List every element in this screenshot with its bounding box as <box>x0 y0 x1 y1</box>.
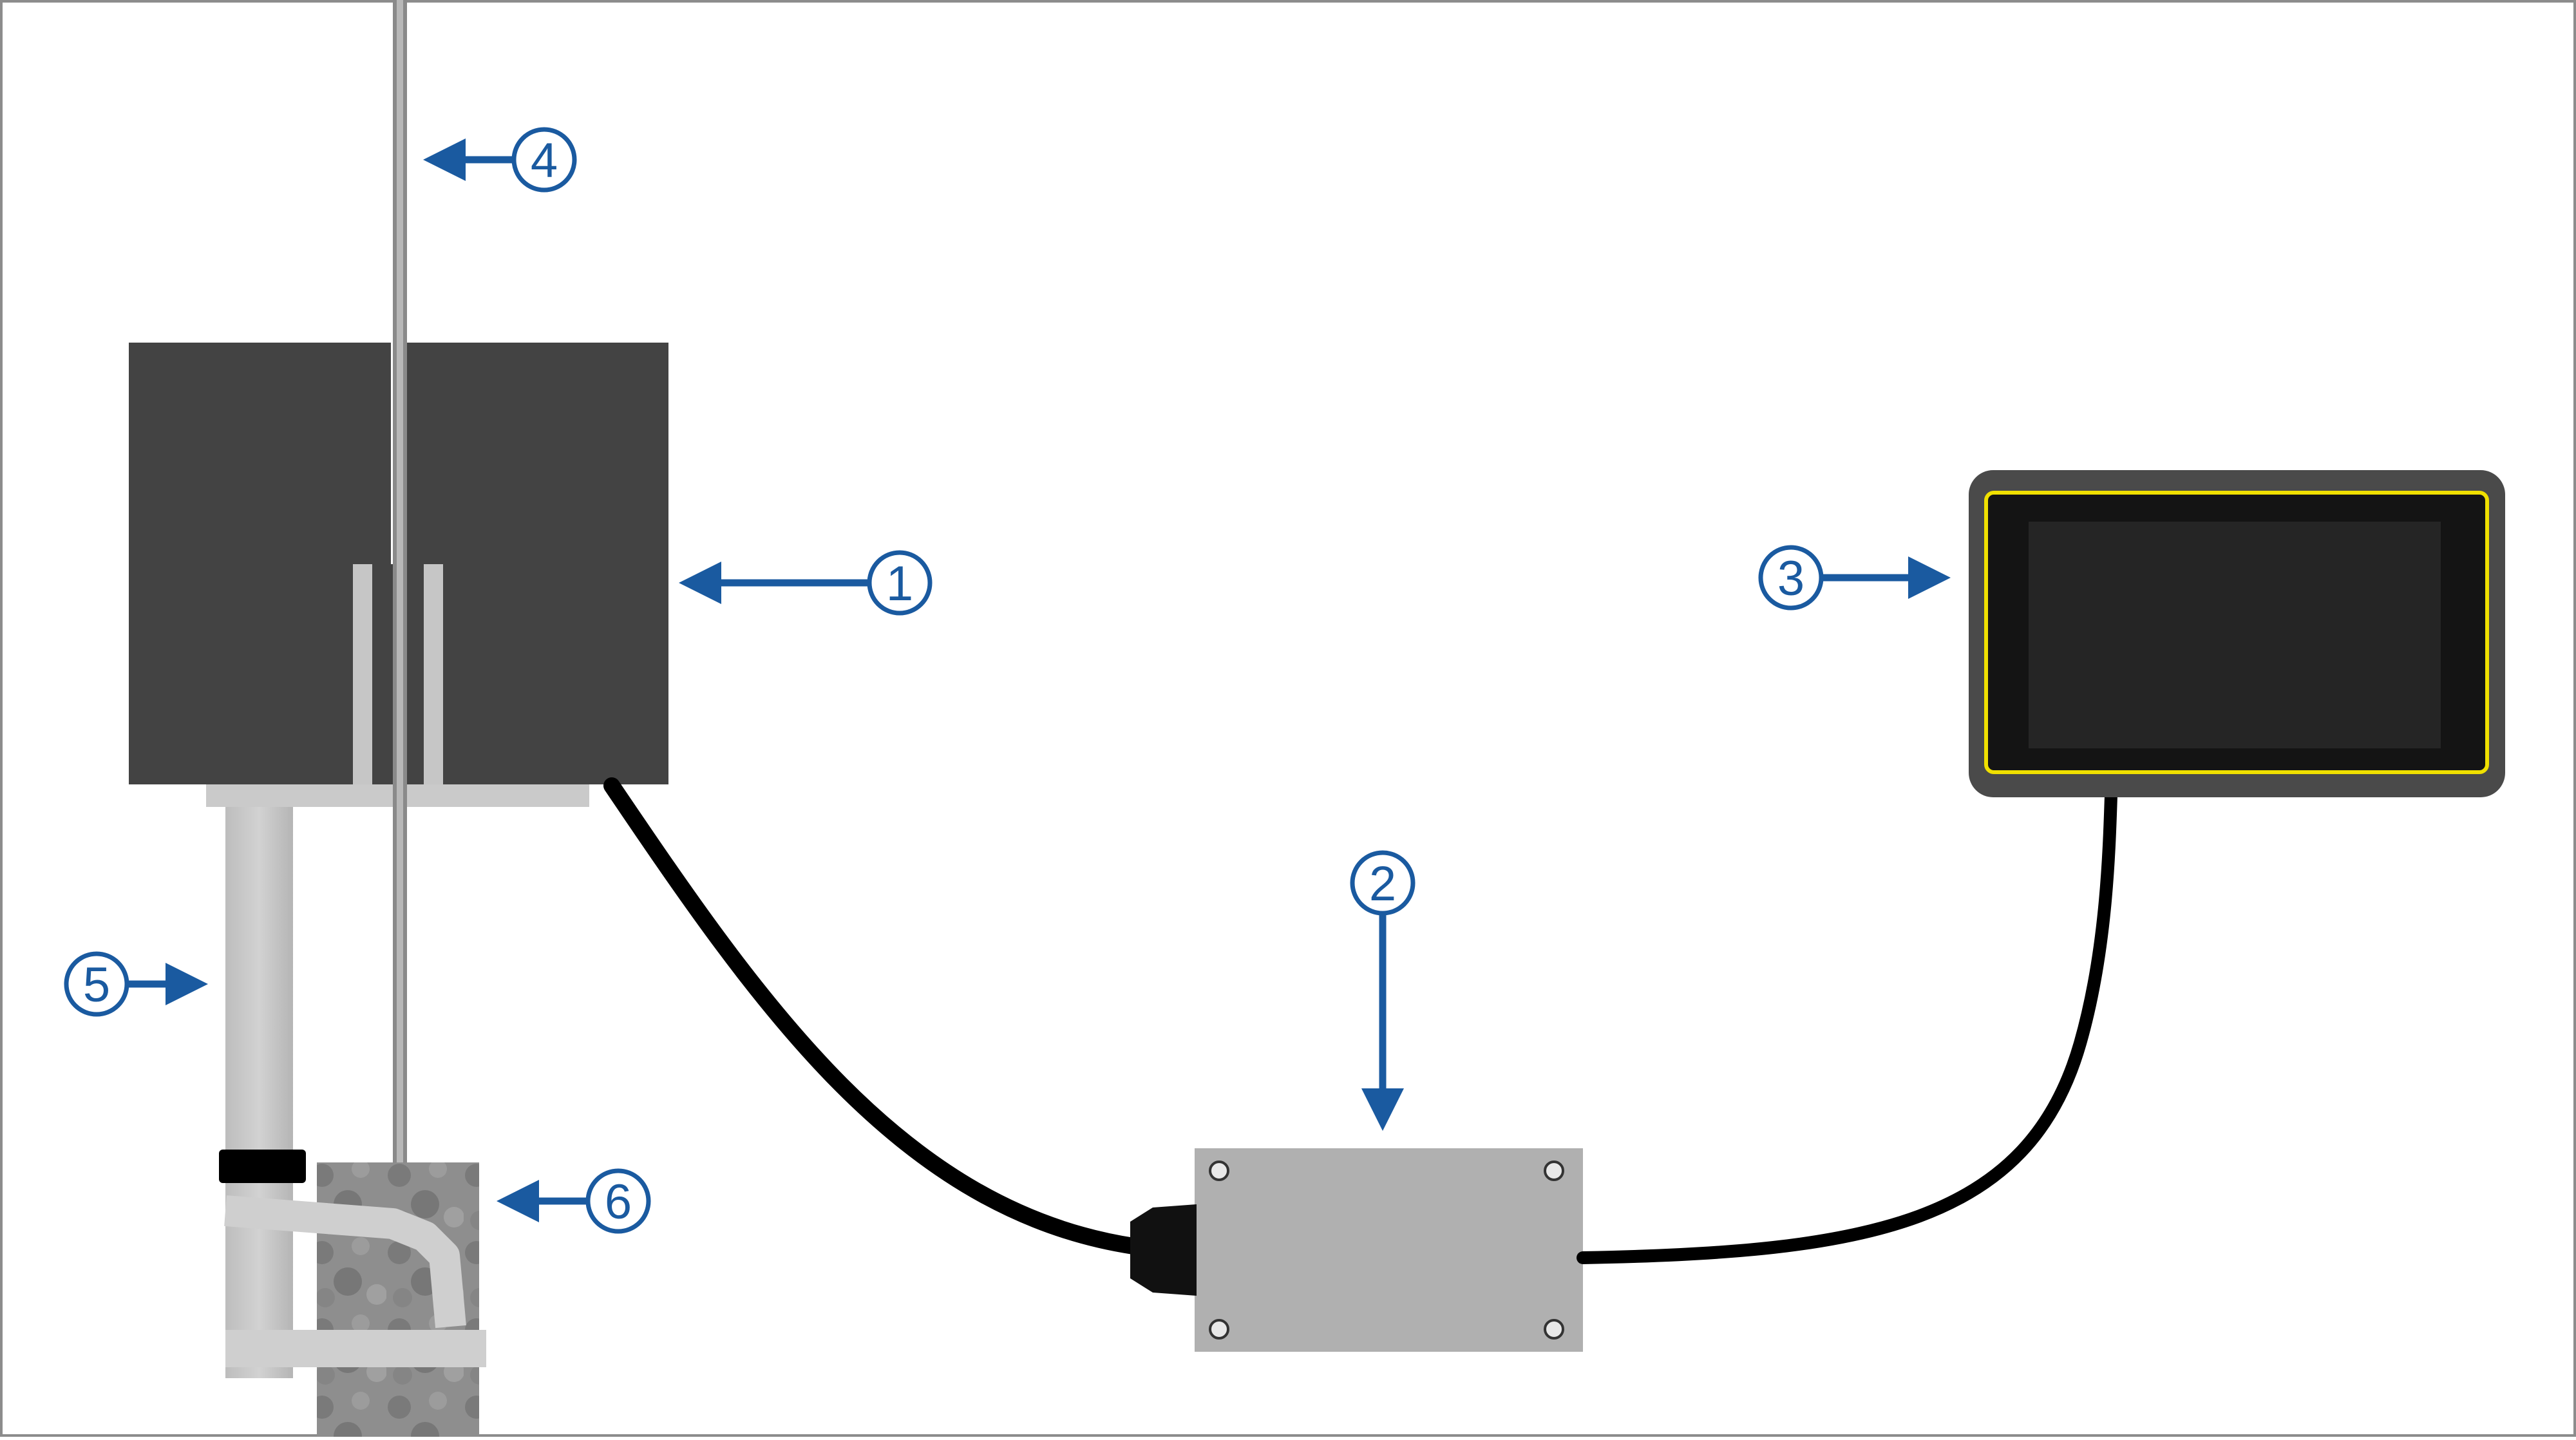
callout-2: 2 <box>1350 850 1416 1131</box>
callout-4-label: 4 <box>531 133 558 188</box>
callout-6: 6 <box>497 1168 651 1234</box>
mounting-bracket-arm <box>224 1195 466 1329</box>
cable-sensor-to-junction <box>603 777 1142 1255</box>
callout-1: 1 <box>679 550 933 616</box>
callout-2-label: 2 <box>1369 857 1396 911</box>
sensor-housing-right <box>407 343 668 784</box>
junction-box-screws <box>1209 1161 1564 1340</box>
callout-3: 3 <box>1758 545 1951 611</box>
cable-junction-to-display <box>1577 789 2117 1264</box>
callout-1-label: 1 <box>886 556 913 611</box>
callout-4: 4 <box>423 127 577 193</box>
junction-box <box>1195 1148 1583 1352</box>
callout-5: 5 <box>64 951 208 1017</box>
display-screen <box>2029 522 2441 748</box>
callout-5-label: 5 <box>83 958 110 1012</box>
callout-3-label: 3 <box>1777 551 1804 606</box>
sensor-housing-left <box>129 343 391 784</box>
callout-6-label: 6 <box>605 1175 632 1229</box>
rod-clamp <box>219 1150 306 1183</box>
cable-gland <box>1130 1204 1197 1296</box>
wire-rope-highlight <box>397 0 403 1162</box>
mounting-bracket-base <box>225 1330 486 1367</box>
mounting-rod <box>225 799 293 1378</box>
